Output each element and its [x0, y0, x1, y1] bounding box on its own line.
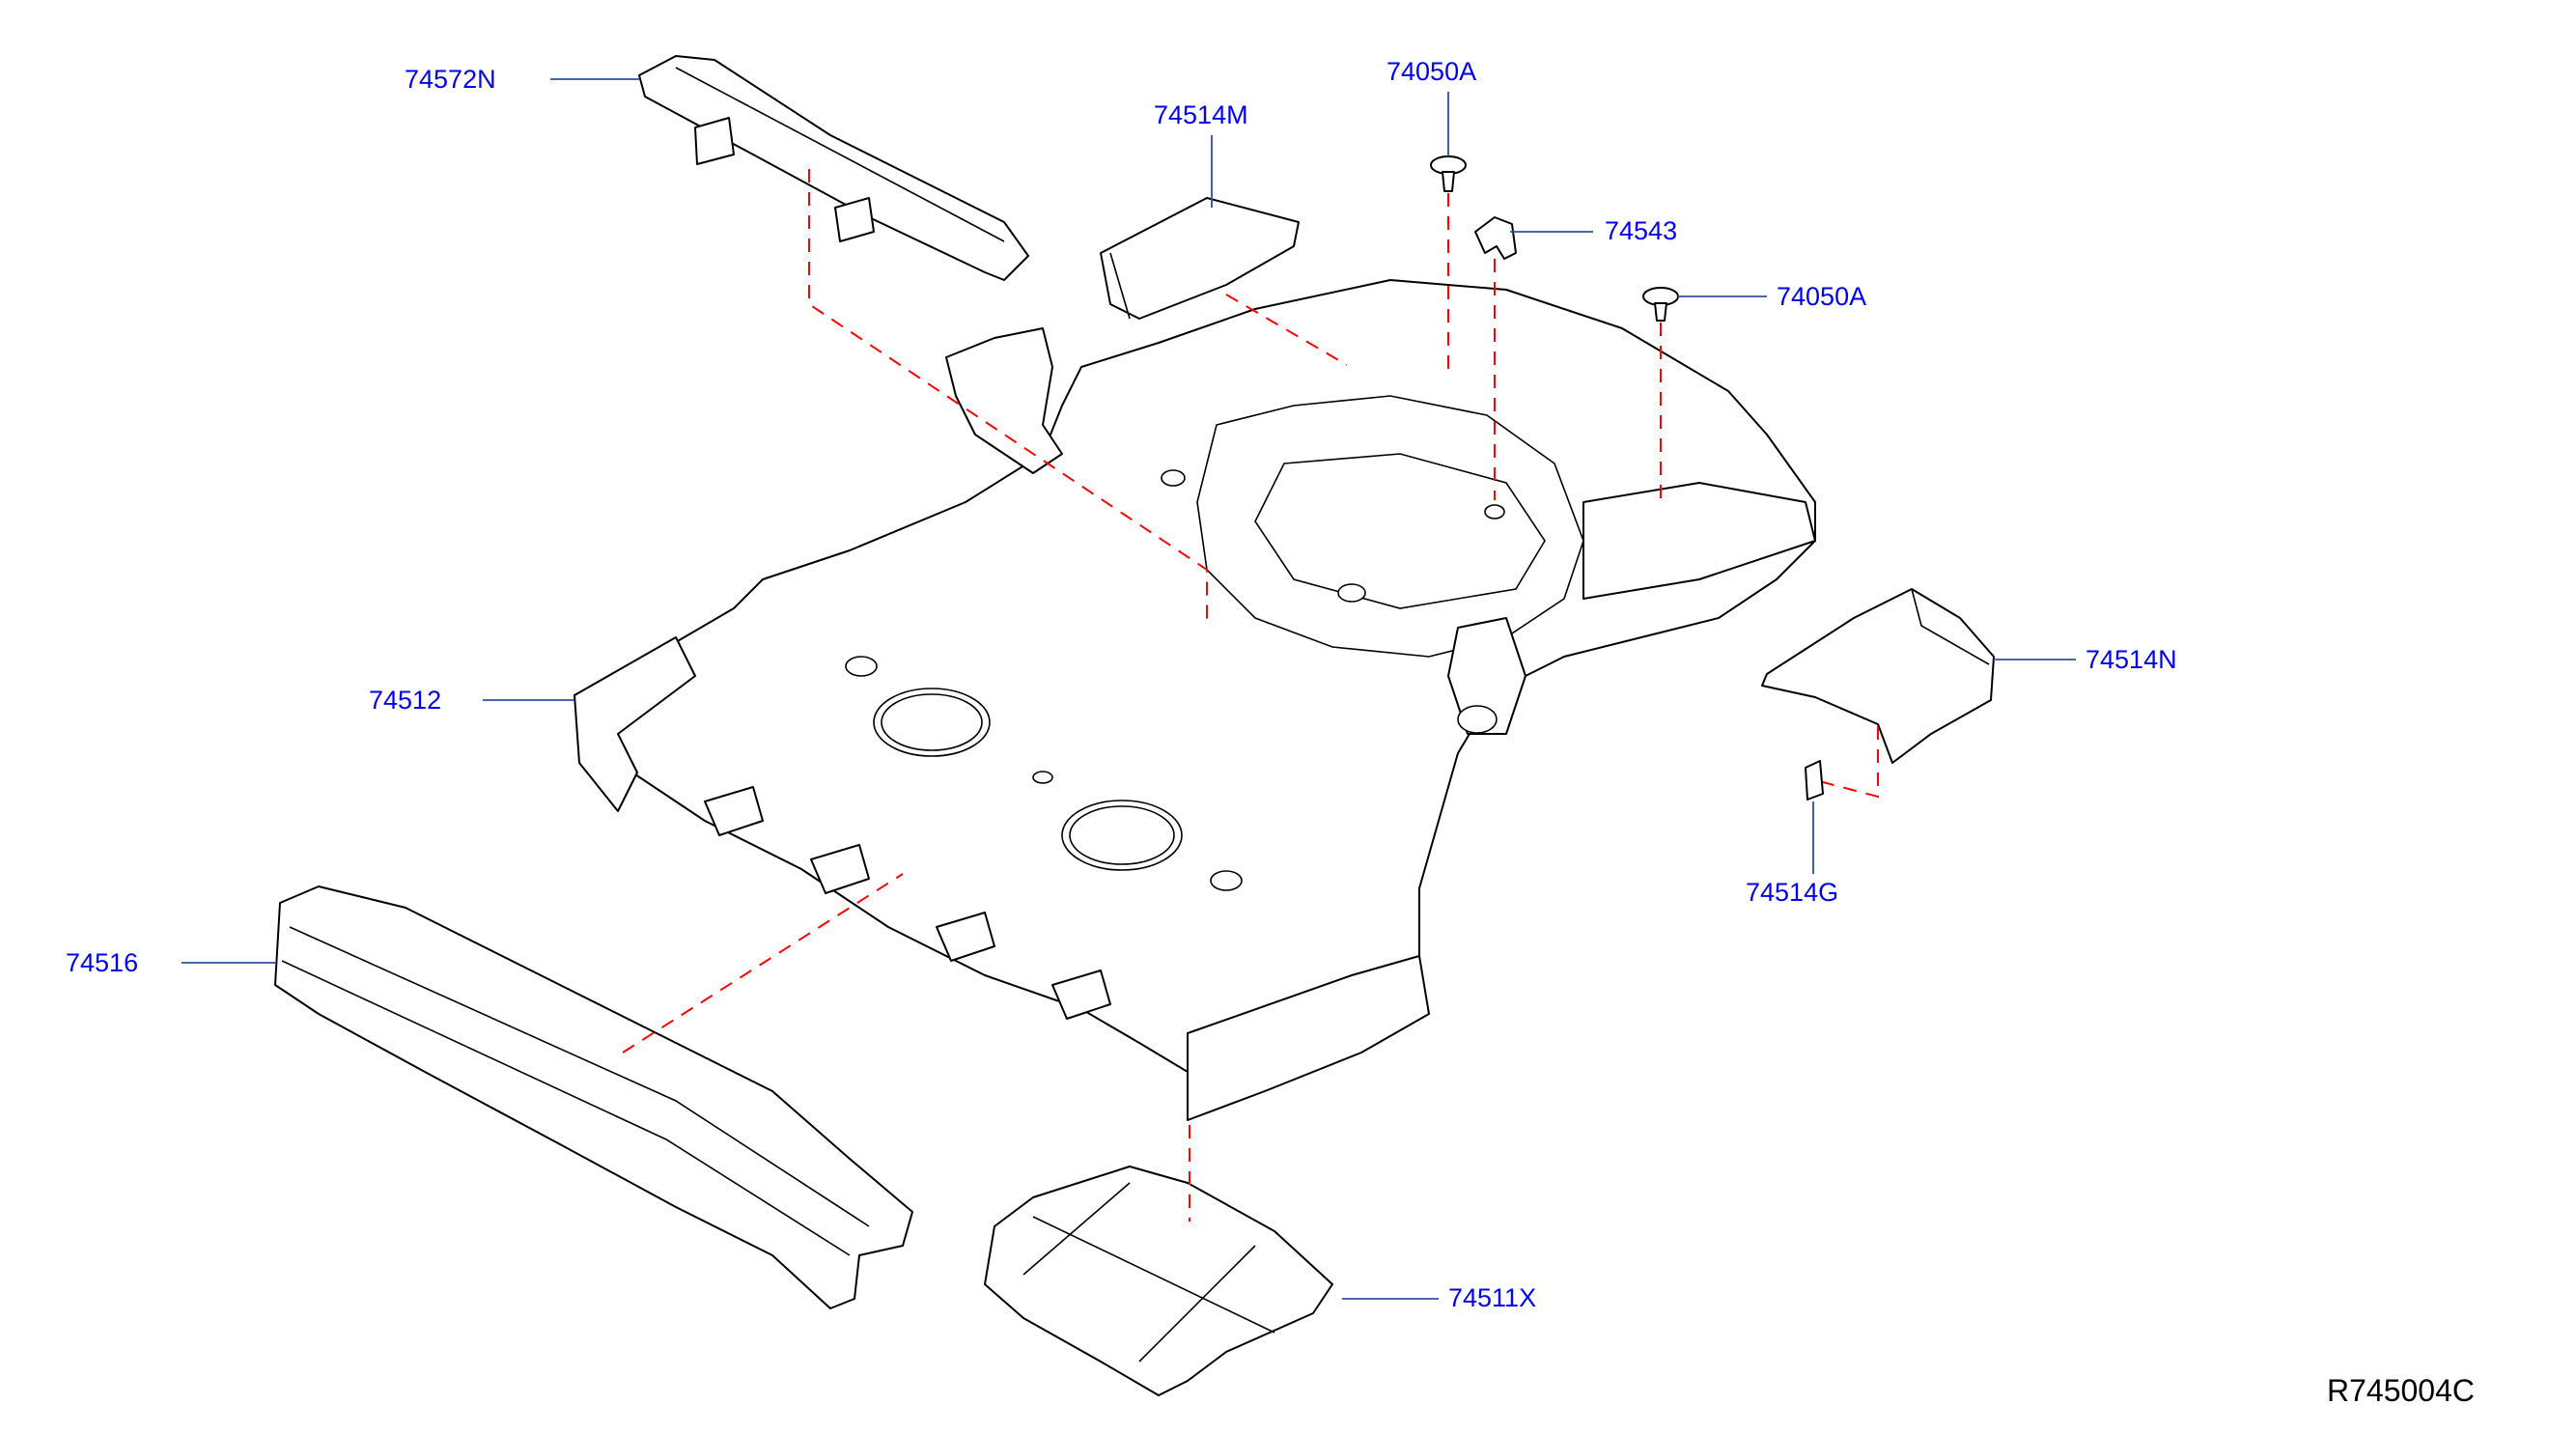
callout-74514N: 74514N — [2086, 645, 2177, 674]
callout-74516: 74516 — [66, 948, 139, 977]
callout-74050A-top: 74050A — [1386, 57, 1477, 86]
callout-74050A-right: 74050A — [1777, 282, 1867, 311]
bracket-74514M — [1100, 197, 1300, 320]
bracket-74514N — [1761, 588, 1995, 764]
diagram-reference-code: R745004C — [2327, 1373, 2475, 1408]
cross-member-74572N — [638, 55, 1029, 281]
bracket-74543 — [1474, 216, 1517, 260]
rear-cross-member-74516 — [274, 885, 913, 1309]
rear-floor-panel-74512 — [574, 279, 1816, 1121]
callout-74511X: 74511X — [1448, 1283, 1537, 1312]
clip-74050A-right — [1642, 287, 1679, 322]
front-cross-member-74511X — [984, 1166, 1333, 1396]
bracket-74514G — [1805, 760, 1824, 801]
callout-74512: 74512 — [369, 686, 442, 715]
callout-74514G: 74514G — [1746, 878, 1839, 907]
assembly-guide-lines — [622, 169, 1879, 1222]
callout-74543: 74543 — [1605, 216, 1678, 245]
callout-74572N: 74572N — [405, 65, 496, 94]
callout-74514M: 74514M — [1154, 100, 1248, 129]
clip-74050A-top — [1430, 155, 1467, 192]
callout-leaders — [182, 78, 2076, 1300]
